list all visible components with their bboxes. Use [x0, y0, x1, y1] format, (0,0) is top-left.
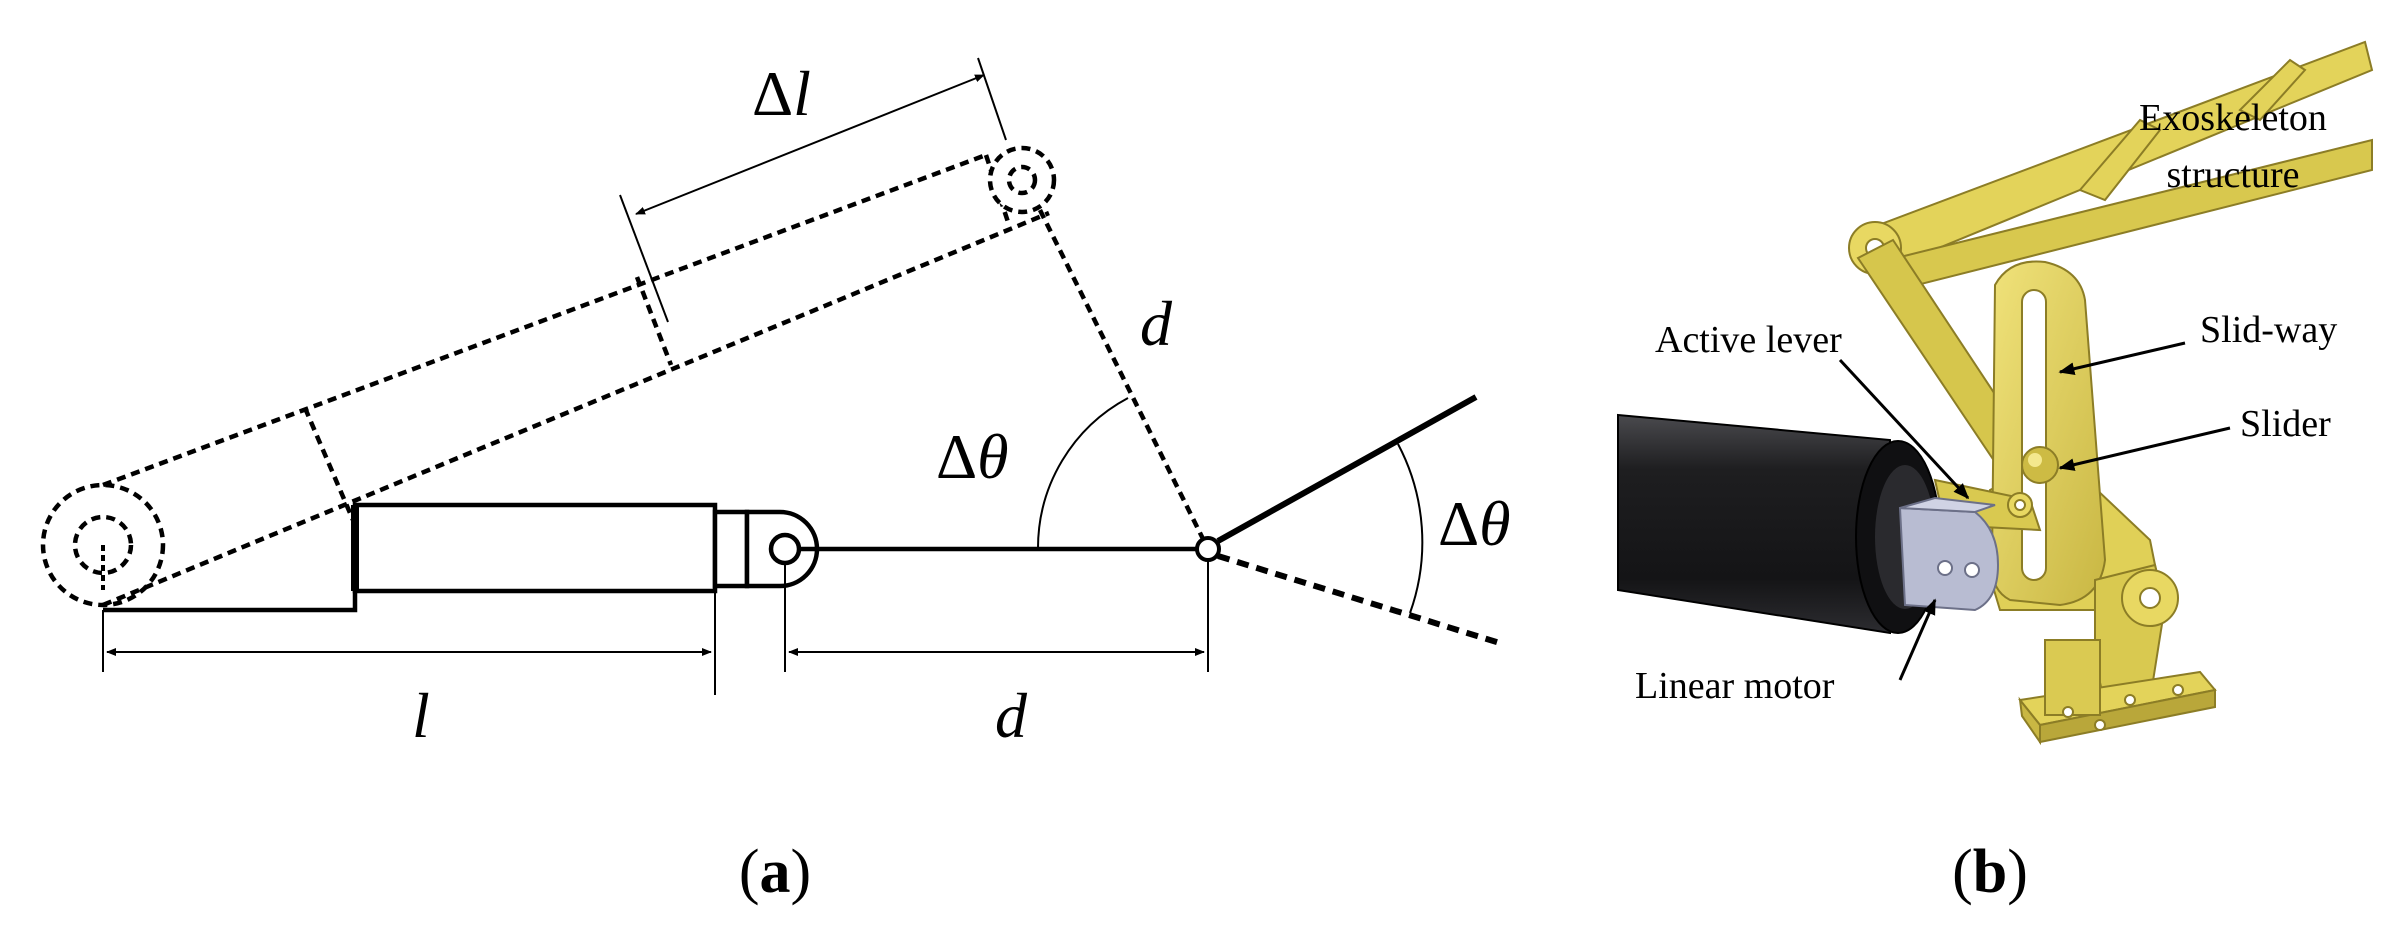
arrow-active-lever: [1838, 358, 1970, 500]
delta-l-dimension-arrow: [635, 74, 985, 215]
label-linear-motor: Linear motor: [1635, 665, 1835, 707]
foot-hole-3: [2172, 684, 2184, 696]
arrow-linear-motor: [1898, 598, 1937, 681]
motor-clevis-bracket: [1898, 496, 2000, 612]
extended-body-lower-edge: [102, 210, 1050, 608]
active-lever-pivot-hole: [2014, 499, 2026, 511]
slider-highlight: [2028, 453, 2042, 467]
caption-a: (a): [739, 838, 811, 906]
exoskeleton-truss-strut: [2078, 118, 2162, 202]
slider: [2021, 446, 2059, 484]
motor-body: [1617, 413, 1891, 635]
delta-theta-arc-left: [1037, 397, 1129, 549]
output-link-dashed: [1217, 553, 1504, 647]
actuator-collar: [712, 509, 750, 589]
extended-rod-junction: [634, 276, 674, 366]
label-slider: Slider: [2240, 403, 2331, 445]
rod-end-pivot-circle: [768, 532, 802, 566]
label-delta-theta-left: Δθ: [936, 421, 1009, 492]
extended-tip-outer-circle: [987, 145, 1057, 215]
annotation-arrows: [1838, 341, 2231, 681]
label-slid-way: Slid-way: [2200, 309, 2337, 351]
arrow-slider: [2058, 426, 2231, 471]
base-foot-left-lug: [2044, 639, 2101, 716]
label-d-diagonal: d: [1140, 288, 1173, 359]
rotated-lever-dashed-d: [1037, 209, 1211, 550]
label-delta-l: Δl: [752, 58, 811, 129]
base-foot-front-2: [2039, 688, 2216, 744]
panel-b-render: Exoskeleton structure Active lever Slid-…: [1617, 40, 2374, 906]
slid-way-body: [1990, 260, 2107, 607]
label-delta-theta-right: Δθ: [1438, 488, 1511, 559]
exoskeleton-truss-strut-2: [2238, 58, 2307, 122]
slid-way-plate: [1990, 260, 2107, 607]
label-exoskeleton-line1: Exoskeleton: [2139, 97, 2327, 139]
base-pivot-inner-circle: [72, 514, 134, 576]
clevis-hole-2: [1964, 562, 1980, 578]
slid-way-slot: [2021, 289, 2047, 581]
caption-b: (b): [1952, 838, 2028, 906]
label-exoskeleton-line2: structure: [2167, 154, 2300, 196]
output-link-solid: [1216, 394, 1478, 544]
foot-hole-2: [2124, 694, 2136, 706]
delta-l-extension-right: [977, 57, 1007, 141]
foot-hole-1: [2062, 706, 2074, 718]
actuator-housing: [352, 502, 718, 594]
extended-housing-end: [302, 407, 356, 521]
foot-hole-4: [2094, 719, 2106, 731]
joint-pivot-circle: [1195, 536, 1221, 562]
clevis-bracket-body: [1898, 506, 2000, 612]
extended-tip-inner-circle: [1006, 164, 1038, 196]
delta-theta-arc-right: [1397, 443, 1424, 614]
delta-l-extension-left: [619, 194, 669, 323]
arrow-slid-way: [2058, 341, 2186, 375]
clevis-bracket-top: [1899, 496, 1996, 514]
base-hinge-hole: [2139, 587, 2161, 609]
extended-body-upper-edge: [102, 152, 987, 488]
clevis-hole-1: [1937, 560, 1953, 576]
dimension-lines: [102, 57, 1424, 695]
linear-motor: [1617, 413, 1941, 635]
label-active-lever: Active lever: [1655, 319, 1842, 361]
panel-a-schematic: Δl d Δθ Δθ l d (a): [40, 57, 1511, 906]
label-l: l: [412, 680, 430, 751]
label-d-bottom: d: [995, 680, 1028, 751]
exoskeleton-base: [2018, 563, 2217, 746]
retracted-actuator-solid: [101, 394, 1504, 647]
slider-body: [2021, 446, 2059, 484]
